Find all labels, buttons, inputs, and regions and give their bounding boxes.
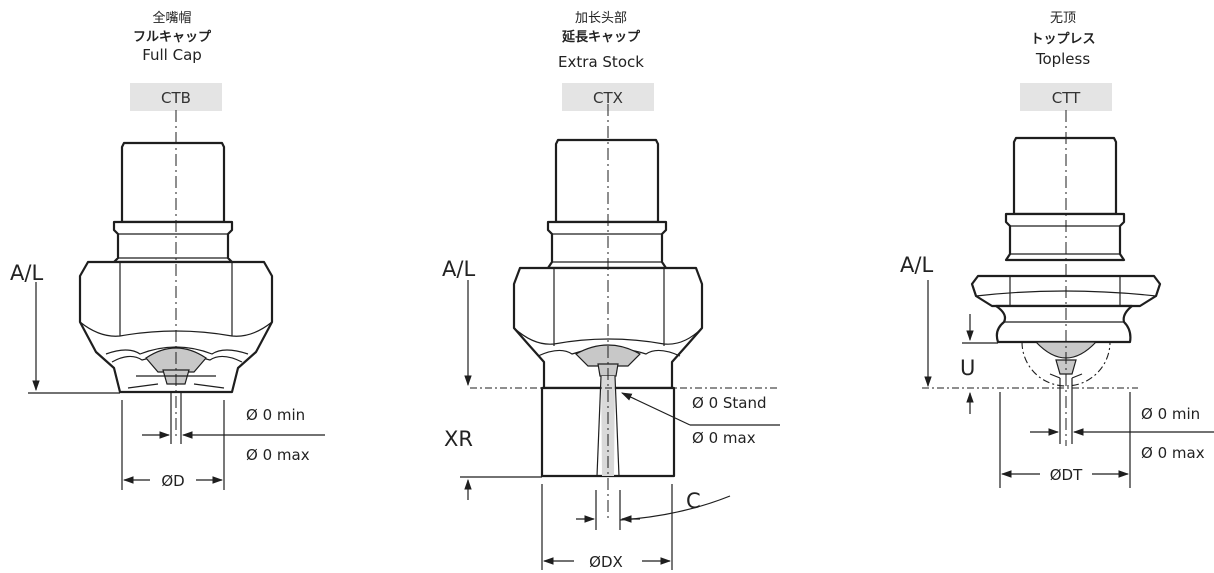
xr-label: XR (444, 427, 473, 451)
title-jp: フルキャップ (133, 30, 212, 45)
d-label: ØDT (1050, 466, 1083, 484)
title-en: Full Cap (142, 46, 202, 64)
code-badge: CTX (593, 89, 623, 107)
d-label: ØDX (589, 553, 623, 571)
title-en: Topless (1035, 50, 1091, 68)
d-label: ØD (161, 472, 184, 490)
code-badge-bg (130, 83, 222, 111)
title-en: Extra Stock (558, 53, 644, 71)
dia-min-label: Ø 0 min (1141, 405, 1200, 423)
al-label: A/L (900, 253, 933, 277)
stand-leader (621, 392, 691, 426)
column-ctt: 无顶 トップレス Topless CTT (900, 11, 1214, 488)
code-badge: CTT (1052, 89, 1081, 107)
column-ctx: 加长头部 延長キャップ Extra Stock CTX A/L (442, 11, 780, 571)
dia-max-label: Ø 0 max (246, 446, 310, 464)
u-label: U (960, 356, 975, 380)
dia-min-label: Ø 0 min (246, 406, 305, 424)
dia-max-label: Ø 0 max (692, 429, 756, 447)
ctx-drawing (470, 104, 780, 520)
dia-max-label: Ø 0 max (1141, 444, 1205, 462)
code-badge: CTB (161, 89, 191, 107)
column-ctb: 全嘴帽 フルキャップ Full Cap CTB (10, 10, 325, 490)
title-zh: 全嘴帽 (152, 10, 191, 26)
ctt-drawing (922, 110, 1162, 446)
title-zh: 无顶 (1050, 11, 1076, 26)
title-jp: トップレス (1030, 32, 1095, 47)
dia-stand-label: Ø 0 Stand (692, 394, 767, 412)
code-badge-bg (1020, 83, 1112, 111)
al-label: A/L (442, 257, 475, 281)
ctb-drawing (78, 110, 274, 444)
al-label: A/L (10, 261, 43, 285)
title-zh: 加长头部 (575, 11, 627, 26)
c-leader (619, 495, 731, 521)
title-jp: 延長キャップ (561, 29, 641, 45)
